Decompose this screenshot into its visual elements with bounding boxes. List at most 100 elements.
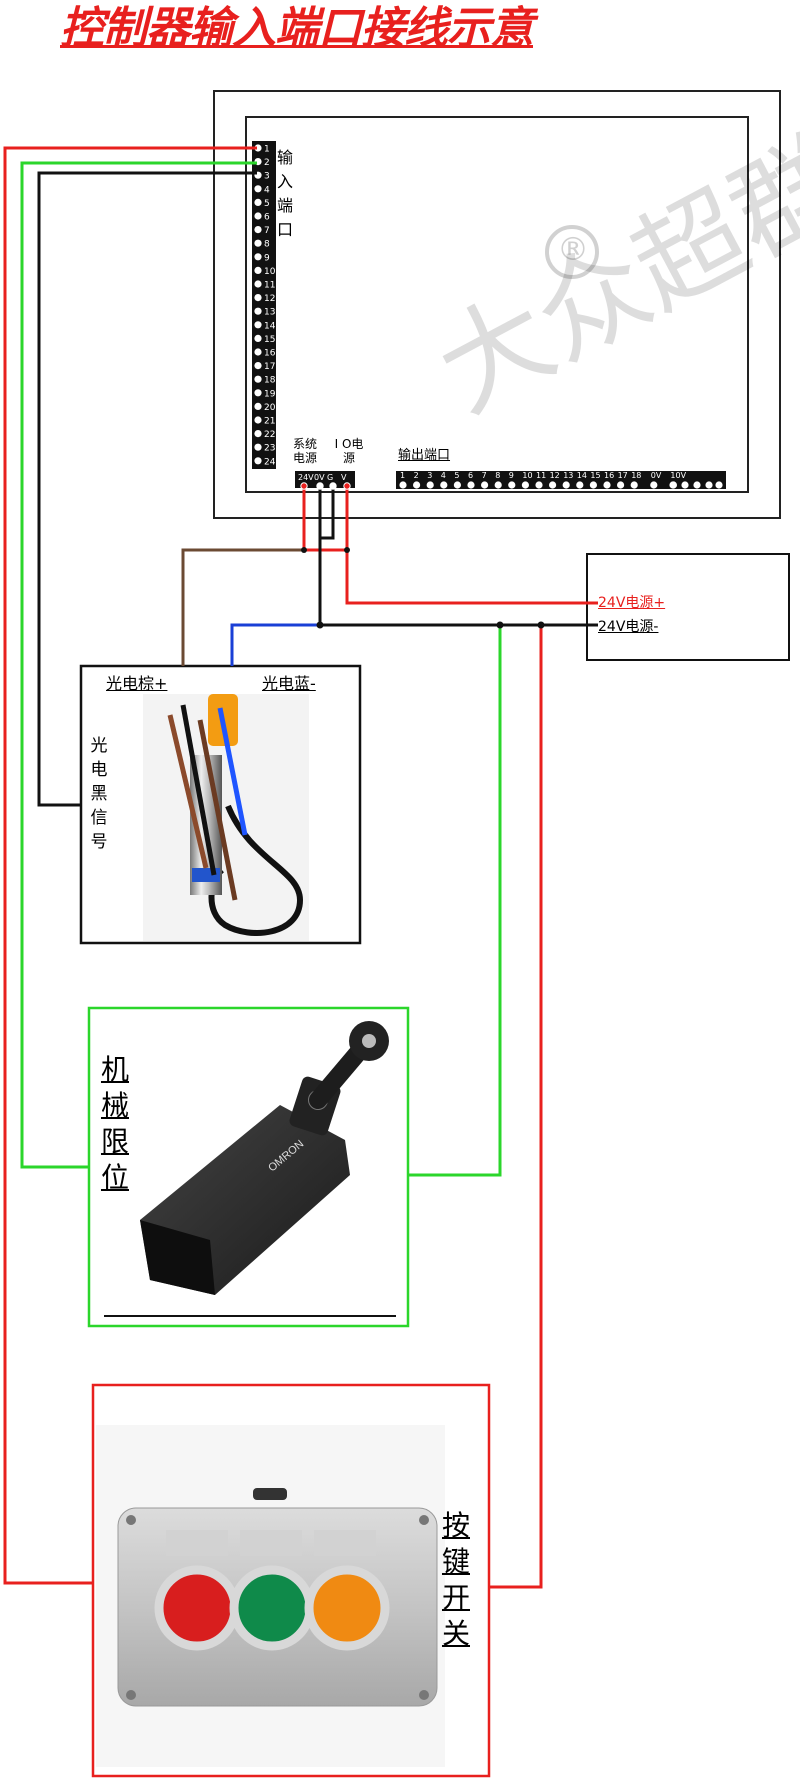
input-terminal-11 [254,280,262,288]
output-terminal-extra [669,481,677,489]
power-terminal-block [295,471,355,488]
input-terminal-number: 20 [264,403,276,413]
orange-push-button [304,1565,390,1651]
wire-red-button-return [489,625,543,1589]
input-terminal-24 [254,457,262,465]
input-terminal-22 [254,430,262,438]
wire-brown [181,548,304,666]
output-terminal-number: 17 [618,471,628,480]
output-terminal-10 [521,481,530,489]
input-terminal-number: 14 [264,321,276,331]
input-terminal-6 [254,212,262,220]
photo-sensor-image [143,694,309,941]
power-terminal-V [343,482,351,490]
power-terminal-label: V [341,473,347,482]
input-terminal-number: 12 [264,294,275,304]
watermark-registered-circle [545,225,599,279]
input-terminal-9 [254,253,262,261]
input-terminal-number: 8 [264,240,270,250]
output-terminal-number: 14 [577,471,587,480]
output-terminal-number: 6 [468,471,473,480]
output-terminal-number: 9 [509,471,514,480]
input-terminal-number: 5 [264,199,270,209]
output-terminal-17 [617,481,625,489]
output-terminal-number: 13 [563,471,573,480]
output-terminal-number: 1 [400,471,405,480]
input-terminal-23 [254,443,262,451]
input-terminal-13 [254,307,262,315]
photo-blue-label: 光电蓝- [262,674,316,693]
output-terminal-number: 8 [495,471,500,480]
output-terminal-number: 5 [454,471,459,480]
output-terminal-number: 11 [536,471,546,480]
input-terminal-number: 3 [264,172,270,182]
wire-green-input2 [20,161,257,1169]
output-terminal-15 [589,481,598,489]
controller-inner-frame [245,116,749,493]
input-terminal-number: 6 [264,213,270,223]
input-terminal-18 [254,375,262,383]
output-terminal-number: 4 [441,471,446,480]
wire-black-signal [37,171,257,807]
output-terminal-extra [693,481,701,489]
input-terminal-number: 22 [264,430,275,440]
output-terminal-11 [535,481,543,489]
controller-outer-frame [213,90,781,519]
input-terminal-number: 2 [264,158,270,168]
output-terminal-4 [440,481,448,489]
output-terminal-number: 0V [651,471,662,480]
input-terminal-number: 4 [264,185,270,195]
output-terminal-number: 3 [427,471,432,480]
wire-red-input1 [3,146,257,1585]
limit-switch-image: OMRON [104,1021,396,1317]
power-negative-label: 24V电源- [598,619,659,635]
input-terminal-15 [254,334,262,342]
button-box-image [96,1425,445,1767]
output-terminal-8 [494,481,502,489]
output-terminal-extra [681,481,689,489]
output-terminal-number: 15 [590,471,600,480]
watermark-registered-mark: ® [557,230,589,268]
wire-blue [230,623,320,666]
input-terminal-16 [254,348,262,356]
output-terminal-12 [549,481,557,489]
output-terminal-0V [650,481,658,489]
wire-black-system-0v [320,486,335,540]
output-terminal-number: 10 [522,471,532,480]
output-terminal-2 [413,481,421,489]
input-terminal-number: 18 [264,376,276,386]
output-terminal-14 [576,481,584,489]
system-power-label: 系统电源 [293,437,318,465]
red-push-button [154,1565,240,1651]
input-terminal-number: 19 [264,389,276,399]
output-port-label: 输出端口 [398,448,451,463]
input-terminal-12 [254,294,262,302]
limit-switch-label: 机械限位 [100,1053,129,1194]
output-terminal-number: 2 [414,471,419,480]
power-terminal-0V [316,482,324,490]
input-terminal-4 [254,185,262,193]
input-terminal-number: 24 [264,457,276,467]
input-terminal-number: 17 [264,362,275,372]
wire-red-io-power [345,486,598,605]
output-terminal-number: 16 [604,471,614,480]
output-terminal-1 [399,481,407,489]
input-terminal-10 [254,266,262,274]
green-push-button [229,1565,315,1651]
output-terminal-number: 12 [550,471,560,480]
power-terminal-24V [300,482,308,490]
watermark [545,225,599,279]
output-terminal-number: 10V [670,471,686,480]
input-terminal-14 [254,321,262,329]
diagram-title: 控制器输入端口接线示意 [60,3,534,54]
input-terminal-1 [254,144,262,152]
input-terminal-number: 9 [264,253,270,263]
output-terminal-extra [715,481,723,489]
input-terminal-number: 1 [264,145,270,155]
output-terminal-3 [426,481,434,489]
wiring [3,146,598,1589]
output-terminal-18 [630,481,638,489]
power-supply-box [586,553,790,661]
